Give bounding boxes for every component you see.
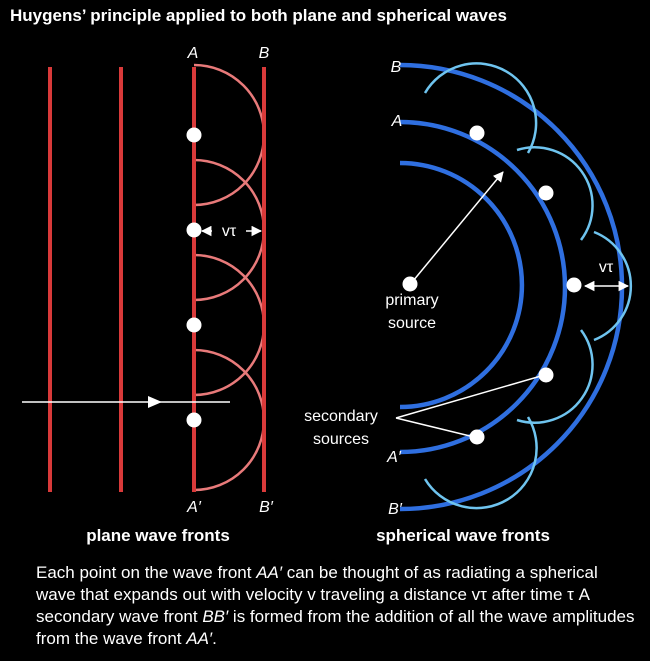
plane-wave-fronts [48, 67, 266, 492]
spherical-front-inner [399, 160, 525, 410]
spherical-label-B-prime: B′ [388, 501, 403, 518]
secondary-pointer-1 [395, 375, 542, 419]
spherical-label-A: A [391, 113, 403, 130]
spherical-source-dot [469, 429, 485, 445]
spherical-source-dot [538, 185, 554, 201]
spherical-wavelet-5 [423, 416, 538, 510]
primary-source-dot [402, 276, 418, 292]
secondary-sources-label-line1: secondary [304, 408, 378, 425]
spherical-source-dot [566, 277, 582, 293]
plane-source-dot [186, 127, 202, 143]
description-aa-2: AA′ [186, 629, 213, 648]
plane-secondary-sources [186, 127, 202, 428]
spherical-front-B [399, 62, 625, 512]
secondary-sources-label-line2: sources [313, 431, 369, 448]
plane-label-A-prime: A′ [186, 499, 202, 516]
spherical-caption: spherical wave fronts [376, 526, 550, 545]
plane-vtau-label: vτ [222, 223, 237, 240]
plane-source-dot [186, 317, 202, 333]
description-paragraph: Each point on the wave front AA′ can be … [36, 562, 636, 650]
plane-wavelet-3 [193, 253, 266, 397]
description-text-3: is formed from the addition of all the w… [36, 607, 635, 648]
spherical-label-A-prime: A′ [386, 449, 402, 466]
plane-source-dot [186, 222, 202, 238]
description-aa-1: AA′ [256, 563, 283, 582]
description-text-1: Each point on the wave front [36, 563, 257, 582]
plane-label-A: A [187, 45, 199, 62]
spherical-vtau-label: vτ [599, 259, 614, 276]
spherical-wavelet-4 [516, 329, 594, 424]
spherical-label-B: B [391, 59, 402, 76]
plane-wavelet-1 [193, 63, 266, 207]
plane-label-B-prime: B′ [259, 499, 274, 516]
plane-wavelets [193, 63, 266, 492]
spherical-secondary-sources [469, 125, 582, 445]
plane-caption: plane wave fronts [86, 526, 230, 545]
spherical-wave-panel: vτ B A A′ B′ primary source secondary so… [304, 59, 633, 545]
plane-wave-panel: vτ A B A′ B′ plane wave fronts [22, 45, 274, 545]
spherical-wavelet-3 [593, 230, 633, 342]
description-bb: BB′ [202, 607, 229, 626]
description-text-2: can be thought of as radiating a spheric… [36, 563, 598, 626]
primary-source-label-line1: primary [385, 292, 438, 309]
spherical-source-dot [538, 367, 554, 383]
spherical-wavelet-2 [516, 146, 594, 241]
propagation-arrowhead [148, 396, 162, 408]
primary-source-label-line2: source [388, 315, 436, 332]
spherical-wavelet-1 [423, 62, 538, 154]
plane-wavelet-4 [193, 348, 266, 492]
description-text-4: . [212, 629, 217, 648]
spherical-source-dot [469, 125, 485, 141]
figure-title: Huygens’ principle applied to both plane… [10, 6, 507, 25]
spherical-wavelets [423, 62, 633, 510]
plane-label-B: B [259, 45, 270, 62]
plane-source-dot [186, 412, 202, 428]
radius-arrow [412, 171, 504, 282]
secondary-pointer-2 [395, 417, 471, 437]
